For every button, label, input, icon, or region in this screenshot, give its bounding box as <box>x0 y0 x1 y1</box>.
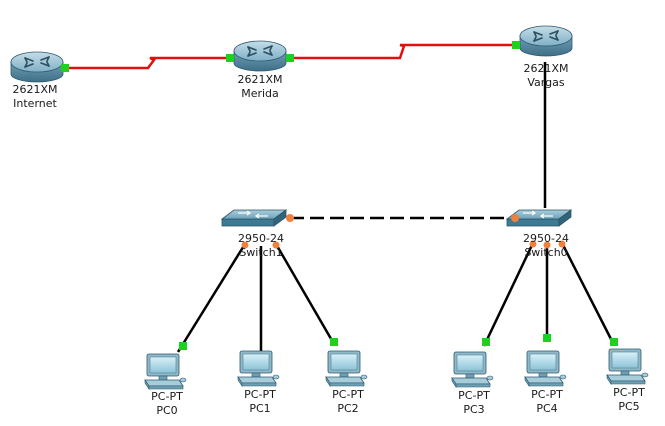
switch1-name: Switch1 <box>239 246 282 259</box>
pc1-name: PC1 <box>249 402 270 415</box>
router-merida[interactable] <box>233 40 287 72</box>
port-up-indicator <box>512 41 520 49</box>
pc0-name: PC0 <box>156 404 177 417</box>
port-up-indicator <box>179 342 187 350</box>
port-up-indicator <box>226 54 234 62</box>
router-vargas[interactable] <box>519 25 573 57</box>
pc5-model: PC-PT <box>613 386 645 399</box>
router-merida-name: Merida <box>241 87 279 100</box>
pc3-name: PC3 <box>463 403 484 416</box>
ethernet-link-switch0-pc3[interactable] <box>482 242 535 347</box>
switch0-model: 2950-24 <box>523 232 569 245</box>
router-merida-model: 2621XM <box>237 73 282 86</box>
switch1-model: 2950-24 <box>238 232 284 245</box>
port-up-indicator <box>286 54 294 62</box>
pc2-model: PC-PT <box>332 388 364 401</box>
port-pending-indicator <box>511 214 519 222</box>
device-labels: 2621XM Internet 2621XM Merida 2621XM Var… <box>12 62 645 417</box>
port-up-indicator <box>61 64 69 72</box>
port-pending-indicator <box>558 240 566 248</box>
pc-pc0[interactable] <box>144 353 187 390</box>
port-pending-indicator <box>543 241 551 249</box>
port-indicators <box>61 41 618 350</box>
pc3-model: PC-PT <box>458 389 490 402</box>
router-internet-name: Internet <box>13 97 57 110</box>
ethernet-link-switch1-pc0[interactable] <box>176 243 247 353</box>
ethernet-link-switch1-pc2[interactable] <box>274 243 336 345</box>
port-pending-indicator <box>529 240 537 248</box>
serial-link-internet-merida[interactable] <box>66 56 230 70</box>
pc-pc5[interactable] <box>606 348 649 385</box>
port-pending-indicator <box>286 214 294 222</box>
switch-switch1[interactable] <box>221 209 287 227</box>
switch0-name: Switch0 <box>524 246 567 259</box>
port-up-indicator <box>610 338 618 346</box>
ethernet-link-switch0-pc5[interactable] <box>560 242 616 346</box>
pc-pc1[interactable] <box>237 350 280 387</box>
serial-link-merida-vargas[interactable] <box>290 43 516 60</box>
pc-pc2[interactable] <box>325 350 368 387</box>
port-up-indicator <box>482 338 490 346</box>
pc2-name: PC2 <box>337 402 358 415</box>
port-up-indicator <box>543 334 551 342</box>
router-internet[interactable] <box>10 51 64 83</box>
links <box>66 43 616 353</box>
pc-pc4[interactable] <box>524 350 567 387</box>
pc5-name: PC5 <box>618 400 639 413</box>
pc4-name: PC4 <box>536 402 557 415</box>
pc0-model: PC-PT <box>151 390 183 403</box>
pc1-model: PC-PT <box>244 388 276 401</box>
router-vargas-name: Vargas <box>527 76 564 89</box>
port-up-indicator <box>330 338 338 346</box>
port-pending-indicator <box>272 241 280 249</box>
router-internet-model: 2621XM <box>12 83 57 96</box>
pc-pc3[interactable] <box>451 351 494 388</box>
router-vargas-model: 2621XM <box>523 62 568 75</box>
port-pending-indicator <box>241 241 249 249</box>
pc4-model: PC-PT <box>531 388 563 401</box>
